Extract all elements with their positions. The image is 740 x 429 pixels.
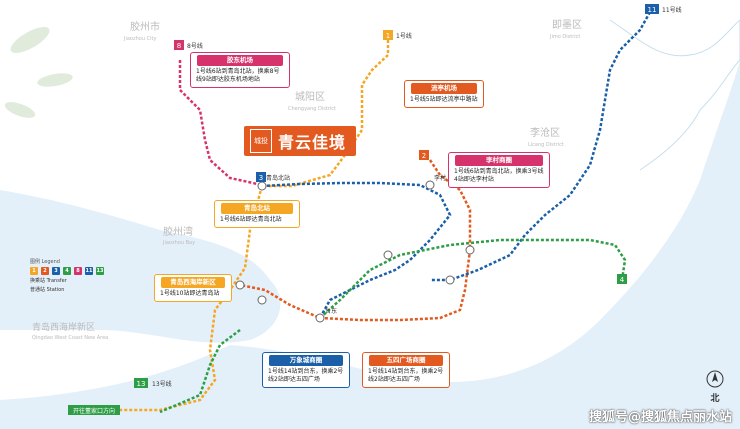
legend-item: 换乘站 Transfer	[30, 278, 67, 284]
callout-title: 李村商圈	[455, 155, 543, 166]
north-arrow: 北	[706, 370, 724, 404]
north-label: 北	[710, 394, 720, 404]
line-13	[159, 329, 241, 414]
legend-station: 普通站 Station	[30, 286, 120, 293]
callout-body: 1号线6站到青岛北站，换乘3号线4站即达李村站	[454, 167, 544, 183]
callout-title: 流亭机场	[411, 83, 477, 94]
district-bay: 胶州湾	[163, 225, 193, 238]
callout-body: 1号线14站到台东，换乘2号线2站即达五四广场	[268, 367, 344, 383]
badge-line-4: 4	[617, 274, 627, 284]
callout-wusi: 五四广场商圈 1号线14站到台东，换乘2号线2站即达五四广场	[362, 352, 450, 388]
legend-line-2: 2	[41, 267, 49, 275]
svg-text:13: 13	[137, 380, 146, 388]
district-westcoast: 青岛西海岸新区	[32, 321, 95, 333]
line-11	[430, 11, 652, 282]
legend-item: 普通站 Station	[30, 287, 65, 293]
badge-line-3: 3	[256, 172, 266, 182]
legend-line-11: 11	[85, 267, 93, 275]
legend-transfer: 换乘站 Transfer	[30, 277, 120, 284]
legend-line-8: 8	[74, 267, 82, 275]
svg-text:1: 1	[386, 32, 390, 40]
transfer-stations	[235, 180, 475, 323]
district-bay-en: Jiaozhou Bay	[162, 240, 195, 246]
line-8	[178, 60, 263, 187]
svg-text:3: 3	[259, 174, 263, 182]
legend-title: 图例 Legend	[30, 259, 60, 265]
leaf-decoration	[4, 27, 73, 118]
svg-text:8号线: 8号线	[187, 42, 203, 50]
station-taidong: 台东	[325, 307, 337, 315]
watermark: 搜狐号@搜狐焦点丽水站	[588, 410, 732, 425]
project-brand: 城投 青云佳境	[244, 126, 356, 156]
district-westcoast-en: Qingdao West Coast New Area	[32, 335, 108, 341]
svg-text:1号线: 1号线	[396, 32, 412, 40]
svg-text:11号线: 11号线	[662, 6, 682, 14]
callout-title: 青岛西海岸新区	[161, 277, 225, 288]
callout-body: 1号线10站即达青岛站	[160, 289, 220, 297]
svg-text:8: 8	[177, 42, 181, 50]
legend-lines: 1 2 3 4 8 11 13	[30, 267, 120, 275]
callout-body: 1号线6站到青岛北站，换乘8号线9站即达胶东机场地站	[196, 67, 280, 83]
svg-text:2: 2	[422, 152, 426, 160]
svg-text:11: 11	[648, 6, 657, 14]
callout-westcoast: 青岛西海岸新区 1号线10站即达青岛站	[154, 274, 232, 302]
callout-licun: 李村商圈 1号线6站到青岛北站，换乘3号线4站即达李村站	[448, 152, 550, 188]
callout-title: 五四广场商圈	[369, 355, 443, 366]
north-arrow-icon	[706, 370, 724, 388]
bay-water	[0, 190, 281, 343]
station-licun: 李村	[434, 174, 446, 182]
callout-title: 万象城商圈	[269, 355, 343, 366]
district-chengyang-en: Chengyang District	[288, 106, 336, 112]
line-4	[319, 238, 627, 319]
badge-line-11: 11 11号线	[645, 4, 682, 14]
green-label: 开往董家口方向	[73, 407, 115, 415]
district-jiaozhou: 胶州市	[130, 20, 160, 33]
badge-line-13: 13 13号线	[134, 378, 172, 388]
map-legend: 图例 Legend 1 2 3 4 8 11 13 换乘站 Transfer 普…	[30, 258, 120, 306]
callout-title: 胶东机场	[197, 55, 283, 66]
callout-liuting-airport: 流亭机场 1号线5站即达流亭中路站	[404, 80, 484, 108]
legend-line-1: 1	[30, 267, 38, 275]
district-licang: 李沧区	[530, 126, 560, 139]
brand-name: 青云佳境	[278, 133, 347, 152]
callout-qingdao-north: 青岛北站 1号线6站即达青岛北站	[214, 200, 300, 228]
green-label-bg	[68, 405, 120, 415]
badge-line-1-top: 1 1号线	[383, 30, 412, 40]
callout-title: 青岛北站	[221, 203, 293, 214]
district-jimo: 即墨区	[552, 19, 582, 31]
sea-water	[0, 60, 740, 429]
legend-line-4: 4	[63, 267, 71, 275]
district-jimo-en: Jimo District	[549, 34, 580, 40]
callout-body: 1号线6站即达青岛北站	[220, 215, 282, 223]
legend-line-3: 3	[52, 267, 60, 275]
brand-seal: 城投	[250, 129, 272, 153]
coast-east	[609, 19, 740, 171]
line-3	[261, 181, 452, 319]
callout-mixc: 万象城商圈 1号线14站到台东，换乘2号线2站即达五四广场	[262, 352, 350, 388]
station-qingdao-north: 青岛北站	[266, 174, 290, 182]
district-licang-en: Licang District	[528, 142, 564, 148]
district-jiaozhou-en: Jiaozhou City	[123, 36, 156, 42]
legend-line-13: 13	[96, 267, 104, 275]
line-2	[239, 159, 472, 322]
callout-body: 1号线5站即达流亭中路站	[410, 95, 478, 103]
callout-jiaodong-airport: 胶东机场 1号线6站到青岛北站，换乘8号线9站即达胶东机场地站	[190, 52, 290, 88]
callout-body: 1号线14站到台东，换乘2号线2站即达五四广场	[368, 367, 444, 383]
svg-text:13号线: 13号线	[152, 380, 172, 388]
district-chengyang: 城阳区	[295, 91, 325, 103]
badge-line-8: 8 8号线	[174, 40, 203, 50]
badge-line-2: 2	[419, 150, 429, 160]
svg-text:4: 4	[620, 276, 625, 284]
